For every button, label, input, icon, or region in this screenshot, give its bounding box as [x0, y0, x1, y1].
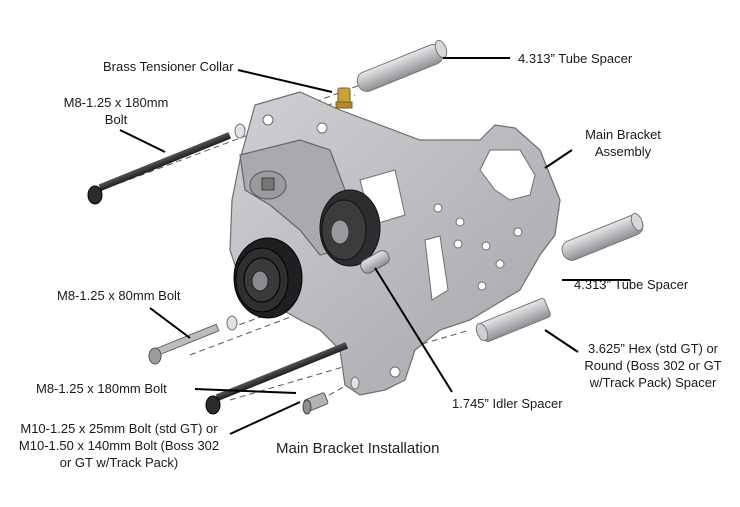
- label-main-bracket-assembly: Main Bracket Assembly: [575, 126, 671, 160]
- bolt-m8-80: [148, 323, 220, 365]
- label-tube-spacer-right: 4.313” Tube Spacer: [574, 277, 689, 292]
- label-idler-spacer: 1.745” Idler Spacer: [452, 396, 563, 411]
- label-bolt-m8-180-upper: M8-1.25 x 180mm Bolt: [52, 94, 180, 128]
- label-m10-bolt: M10-1.25 x 25mm Bolt (std GT) or M10-1.5…: [8, 420, 230, 471]
- label-main-bracket-line1: Main Bracket: [585, 127, 661, 142]
- label-bolt-m8-180-upper-line2: Bolt: [104, 112, 128, 127]
- idler-spacer-part: [360, 250, 390, 274]
- label-hex-spacer: 3.625” Hex (std GT) or Round (Boss 302 o…: [578, 340, 728, 391]
- label-brass-tensioner-collar: Brass Tensioner Collar: [103, 59, 234, 74]
- bolt-m10: [302, 392, 329, 415]
- bolt-m8-180-upper: [87, 132, 232, 205]
- leader-lines: [119, 57, 630, 435]
- hex-spacer-part: [475, 298, 551, 342]
- label-bolt-m8-180-lower: M8-1.25 x 180mm Bolt: [36, 381, 167, 396]
- idler-pulley: [319, 189, 381, 267]
- grooved-pulley: [233, 237, 303, 319]
- diagram-caption: Main Bracket Installation: [276, 440, 440, 457]
- bolt-m8-180-lower: [205, 342, 349, 415]
- label-m10-line1: M10-1.25 x 25mm Bolt (std GT) or: [20, 421, 218, 436]
- tube-spacer-right-part: [561, 212, 644, 261]
- label-bolt-m8-80: M8-1.25 x 80mm Bolt: [57, 288, 181, 303]
- label-hex-spacer-line1: 3.625” Hex (std GT) or: [587, 341, 719, 356]
- brass-collar-part: [335, 87, 353, 109]
- tube-spacer-top-part: [356, 39, 448, 92]
- label-hex-spacer-line2: Round (Boss 302 or GT: [584, 358, 722, 373]
- label-m10-line2: M10-1.50 x 140mm Bolt (Boss 302: [18, 438, 220, 453]
- label-bolt-m8-180-upper-line1: M8-1.25 x 180mm: [63, 95, 169, 110]
- label-m10-line3: or GT w/Track Pack): [59, 455, 179, 470]
- label-main-bracket-line2: Assembly: [594, 144, 652, 159]
- label-tube-spacer-top: 4.313” Tube Spacer: [518, 51, 633, 66]
- washers: [226, 123, 360, 390]
- label-hex-spacer-line3: w/Track Pack) Spacer: [589, 375, 717, 390]
